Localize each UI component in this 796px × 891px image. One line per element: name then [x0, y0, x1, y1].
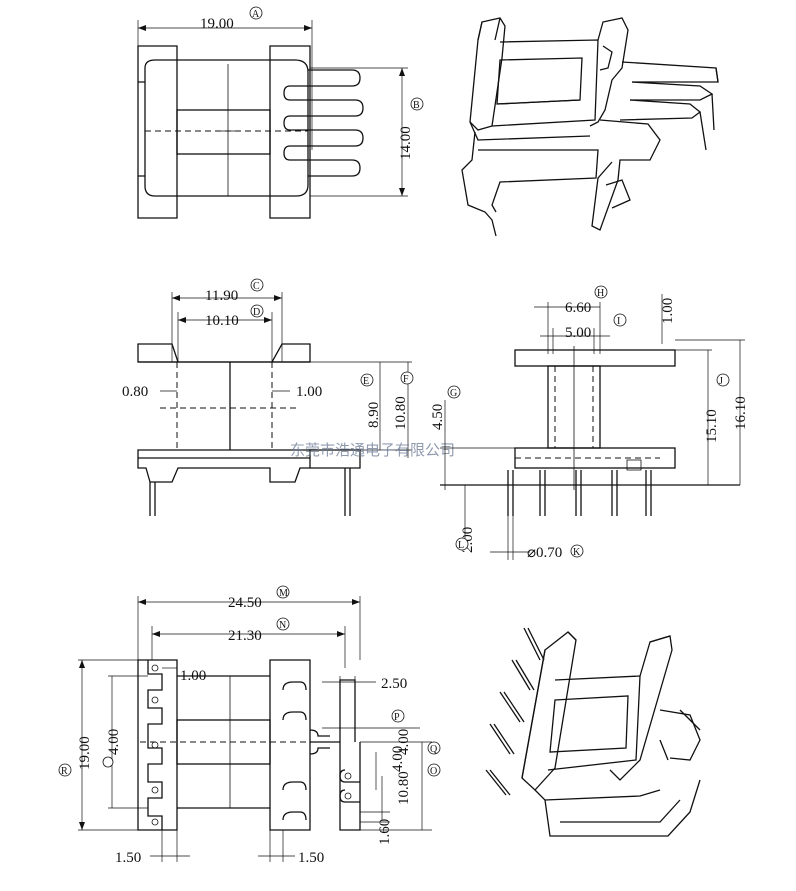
dim-F-value: 10.80	[393, 396, 409, 430]
side-view: 6.60 H 5.00 I 1.00	[430, 285, 749, 561]
dim-G-mark: G	[450, 388, 457, 399]
dim-M-mark: M	[279, 588, 288, 599]
dim-J-mark: J	[719, 376, 723, 387]
dim-bot-1-00: 1.00	[180, 668, 206, 684]
dim-I-inner: 5.00	[565, 325, 591, 341]
dim-bot-2-50: 2.50	[381, 676, 407, 692]
dim-N-mark: N	[279, 620, 286, 631]
dim-N-value: 21.30	[228, 628, 262, 644]
dim-I-mark: I	[617, 316, 620, 327]
top-view: 19.00 A 14.00 B	[137, 6, 424, 219]
dim-bot-1-50-left: 1.50	[115, 850, 141, 866]
dim-left-gap: 0.80	[122, 384, 148, 400]
dim-D-mark: D	[253, 307, 260, 318]
dim-A-value: 19.00	[200, 16, 234, 32]
dim-bot-4-00-right: 4.00	[390, 746, 406, 772]
dim-K-mark: K	[573, 547, 581, 558]
dim-I-right: 1.00	[660, 298, 676, 324]
dim-E-value: 8.90	[366, 402, 382, 428]
front-view: 11.90 C 10.10 D 0.80 1.00	[122, 278, 414, 516]
dim-Q-value: 4.00	[396, 729, 412, 755]
bottom-view: 24.50 M 21.30 N	[58, 585, 441, 866]
dim-bot-1-50-right: 1.50	[298, 850, 324, 866]
dim-F-mark: F	[403, 374, 409, 385]
dim-bot-1-60: 1.60	[377, 819, 393, 845]
dim-L-mark: L	[458, 540, 464, 551]
dim-D-value: 10.10	[205, 313, 239, 329]
dim-O-value: 10.80	[396, 771, 412, 805]
dim-right-gap: 1.00	[296, 384, 322, 400]
dim-B-value: 14.00	[398, 126, 414, 160]
dim-R-value: 19.00	[77, 736, 93, 770]
dim-H-mark: H	[597, 288, 604, 299]
iso-view-top	[461, 17, 719, 237]
dim-O-mark: O	[430, 766, 437, 777]
dim-B-mark: B	[413, 100, 420, 111]
dim-E-mark: E	[363, 376, 369, 387]
dim-K-value: ⌀0.70	[527, 545, 562, 561]
watermark: 东莞市浩通电子有限公司	[290, 441, 455, 459]
dim-C-mark: C	[253, 281, 260, 292]
dim-P-mark: P	[394, 712, 400, 723]
dim-total-value: 16.10	[733, 396, 749, 430]
iso-view-bottom	[485, 627, 701, 837]
dim-R-mark: R	[61, 766, 68, 777]
dim-M-value: 24.50	[228, 595, 262, 611]
dim-bot-4-00-left: 4.00	[106, 729, 122, 755]
dim-C-value: 11.90	[205, 288, 238, 304]
dim-Q-mark: Q	[430, 744, 438, 755]
dim-H-value: 6.60	[565, 300, 591, 316]
dim-A-mark: A	[252, 9, 260, 20]
dim-J-value: 15.10	[704, 409, 720, 443]
dim-G-value: 4.50	[430, 404, 446, 430]
